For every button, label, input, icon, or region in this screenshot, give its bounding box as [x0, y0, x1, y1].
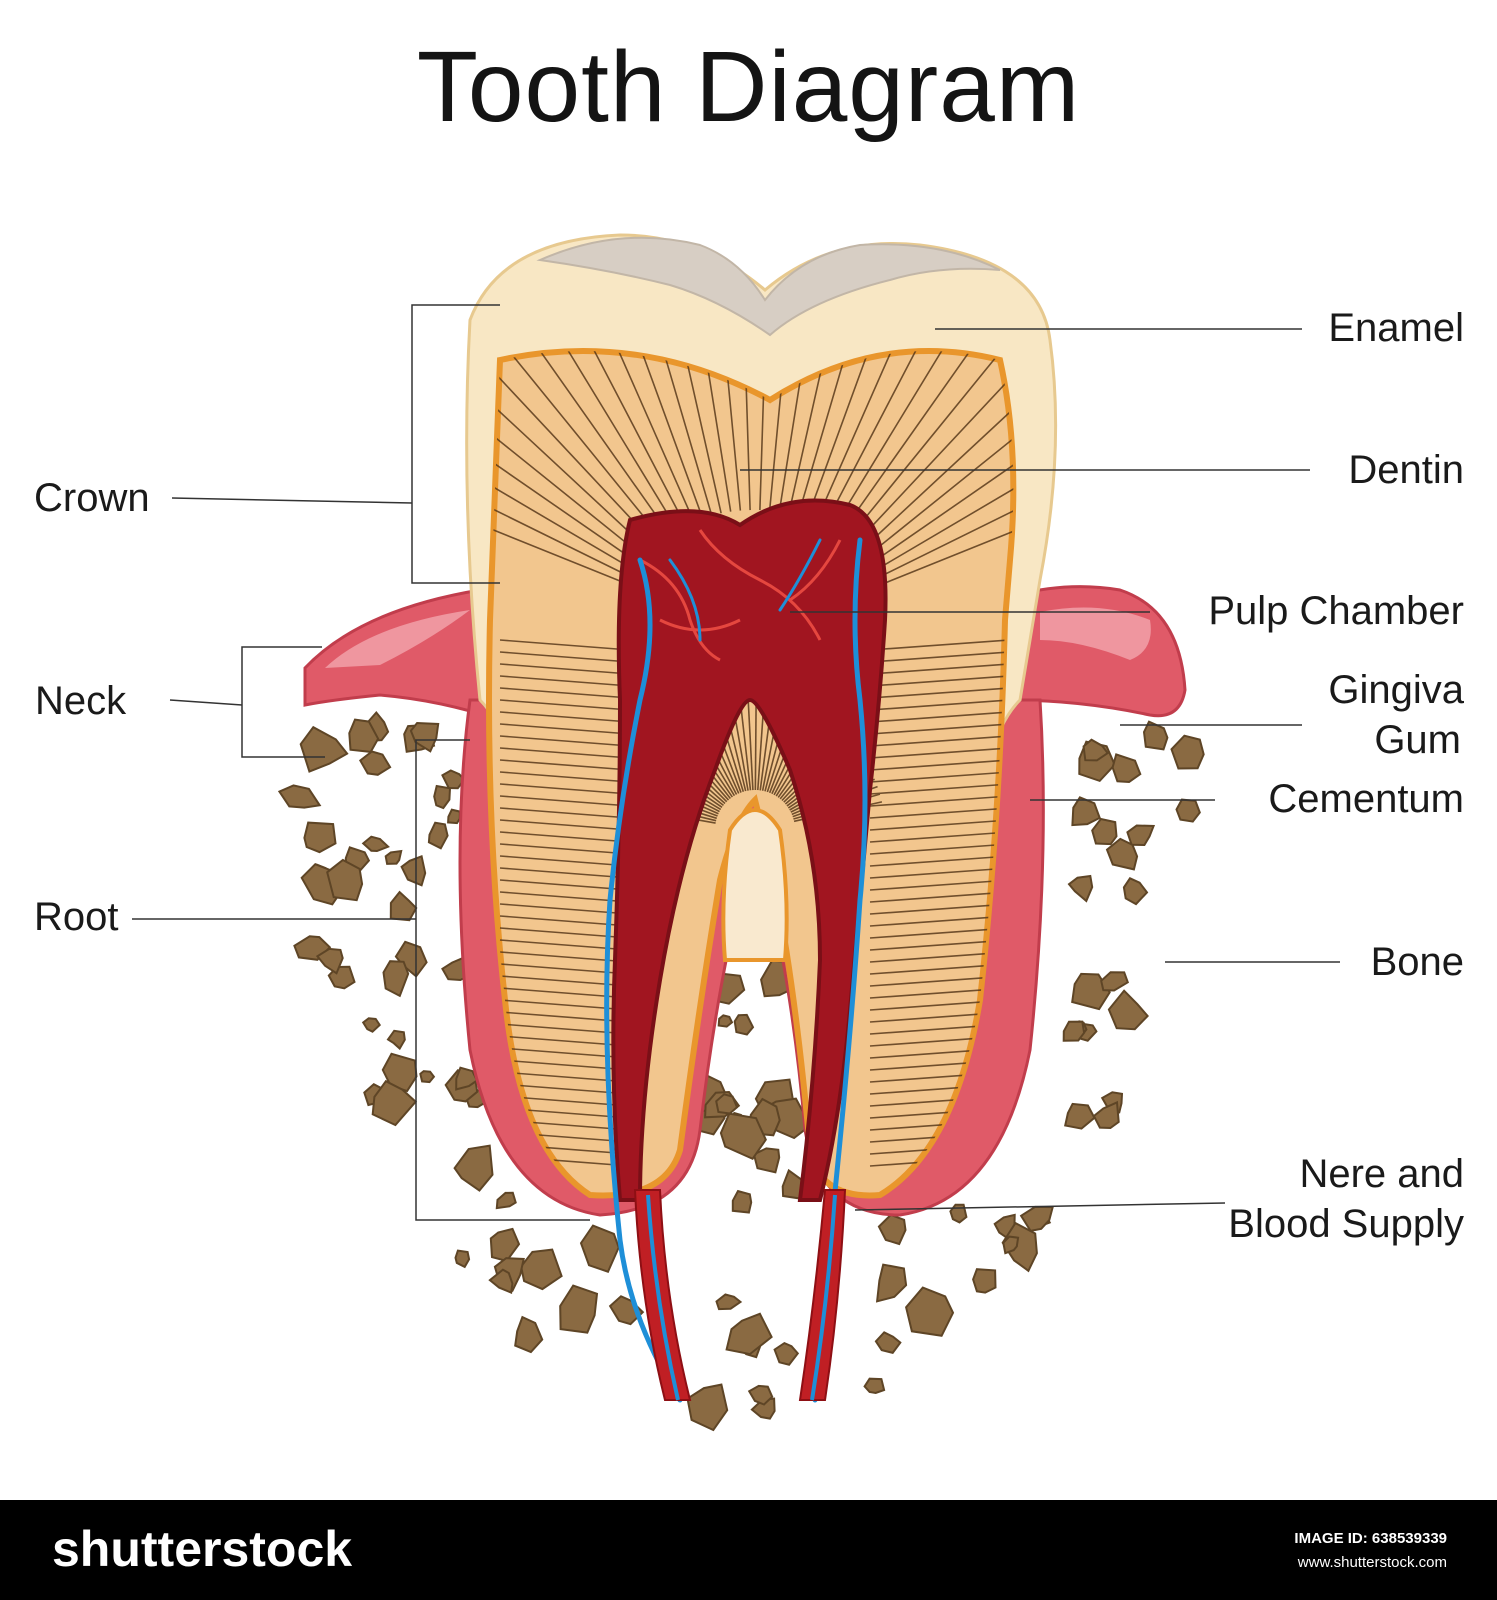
bone-fragment — [348, 718, 380, 753]
bone-fragment — [386, 1029, 406, 1051]
bone-fragment — [389, 890, 418, 922]
dentin-shape — [486, 348, 1017, 1199]
bone-fragment — [384, 849, 403, 865]
label-dentin: Dentin — [1348, 448, 1464, 492]
bone-fragment — [400, 854, 427, 887]
bone-fragment — [419, 1070, 436, 1084]
label-cementum: Cementum — [1268, 777, 1464, 821]
bone-fragment — [447, 808, 461, 825]
bone-fragment — [1175, 798, 1201, 823]
bone-fragment — [489, 1227, 521, 1263]
bone-fragment — [717, 1014, 734, 1028]
brand-logo: shutterstock — [52, 1521, 353, 1577]
label-gum: Gum — [1374, 718, 1461, 762]
root-vessel-right — [798, 1189, 847, 1401]
bone-fragment — [315, 947, 344, 975]
label-nerve-line2: Blood Supply — [1228, 1202, 1464, 1246]
bone-fragment — [361, 835, 390, 853]
bone-fragment — [382, 960, 410, 998]
bone-fragment — [905, 1286, 955, 1337]
bone-fragment — [877, 1213, 907, 1246]
bone-fragment — [1071, 796, 1101, 827]
bone-fragment — [559, 1284, 599, 1334]
bone-fragment — [453, 1144, 494, 1192]
leader-lines — [132, 304, 1340, 1221]
bone-fragment — [1100, 971, 1130, 992]
bone-fragment — [715, 1093, 739, 1115]
label-pulp-chamber: Pulp Chamber — [1208, 589, 1464, 633]
gum-left-highlight — [325, 610, 470, 668]
bone-fragment — [455, 1066, 479, 1091]
bone-fragment — [488, 1268, 514, 1295]
bone-fragment — [1082, 738, 1110, 762]
bone-fragment — [454, 1249, 471, 1269]
bone-fragment — [579, 1224, 620, 1273]
bone-fragment — [1122, 877, 1149, 906]
bone-fragment — [949, 1203, 968, 1224]
bone-fragment — [299, 725, 349, 773]
bone-fragment — [371, 1079, 418, 1127]
bone-fragment — [1142, 720, 1169, 751]
bone-fragment — [1002, 1235, 1020, 1255]
bone-fragment — [277, 784, 322, 809]
bone-fragment — [358, 750, 392, 776]
bone-fragment — [686, 1383, 729, 1432]
bone-fragment — [433, 784, 452, 810]
bone-fragment — [1126, 824, 1156, 847]
bone-fragment — [875, 1263, 908, 1303]
bone-fragment — [514, 1315, 544, 1354]
pulp-chamber — [611, 498, 888, 1202]
stock-footer: shutterstock IMAGE ID: 638539339 www.shu… — [0, 1500, 1497, 1600]
bone-fragment — [381, 1052, 418, 1093]
bone-fragment — [1067, 874, 1094, 903]
bone-fragment — [326, 858, 364, 902]
label-crown: Crown — [34, 476, 150, 520]
bone-fragment — [441, 769, 466, 790]
bone-fragment — [731, 1189, 753, 1214]
tooth-illustration — [132, 233, 1340, 1432]
bone-fragment — [972, 1268, 997, 1294]
enamel-top-surface — [536, 236, 1001, 337]
bone-fragment — [747, 1384, 774, 1406]
bone-fragment — [773, 1341, 800, 1366]
label-neck: Neck — [35, 679, 127, 723]
bone-fragment — [1091, 817, 1118, 846]
dentinal-tubules — [489, 351, 1014, 1167]
root-vessel-left — [633, 1189, 692, 1401]
bone-fragment — [719, 1112, 767, 1161]
bone-fragment — [409, 721, 440, 753]
inter-root-pulp-wall — [721, 808, 789, 962]
image-id: IMAGE ID: 638539339 — [1294, 1530, 1447, 1547]
bone-fragment — [520, 1248, 563, 1291]
bone-fragment — [1071, 972, 1111, 1011]
label-gingiva: Gingiva — [1328, 668, 1464, 712]
bone-fragment — [1019, 1205, 1054, 1233]
bone-fragment — [361, 1017, 382, 1033]
bone-tissue — [277, 710, 1205, 1432]
diagram-title: Tooth Diagram — [416, 31, 1081, 143]
bone-fragment — [1105, 837, 1139, 871]
bone-fragment — [495, 1191, 517, 1210]
bone-fragment — [1170, 734, 1205, 770]
bone-fragment — [1092, 1100, 1120, 1130]
site-url: www.shutterstock.com — [1297, 1554, 1447, 1571]
bone-fragment — [725, 1312, 773, 1356]
bone-fragment — [750, 1397, 776, 1420]
bone-fragment — [715, 1293, 743, 1311]
bone-fragment — [863, 1377, 886, 1395]
label-root: Root — [34, 895, 119, 939]
gum-right-highlight — [1040, 607, 1151, 660]
bone-fragment — [427, 821, 449, 850]
bone-fragment — [1111, 753, 1142, 784]
bone-fragment — [1062, 1020, 1086, 1042]
bone-fragment — [733, 1013, 755, 1036]
bone-fragment — [1107, 989, 1149, 1031]
bone-fragment — [1064, 1102, 1096, 1130]
label-enamel: Enamel — [1328, 306, 1464, 350]
label-bone: Bone — [1370, 940, 1464, 984]
bone-fragment — [874, 1331, 902, 1355]
label-nerve-line1: Nere and — [1299, 1152, 1464, 1196]
bone-fragment — [303, 821, 337, 854]
